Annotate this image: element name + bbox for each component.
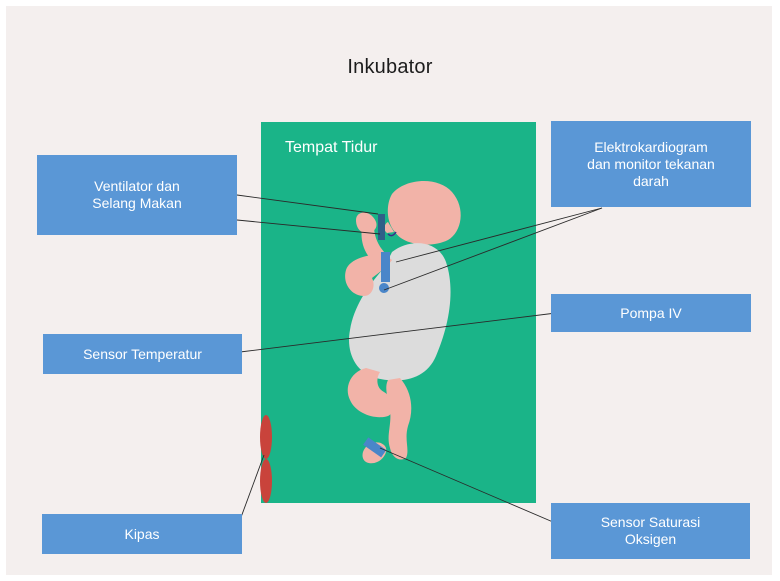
label-pompa-iv: Pompa IV — [551, 294, 751, 332]
label-ekg: Elektrokardiogram dan monitor tekanan da… — [551, 121, 751, 207]
label-sensor-saturasi: Sensor Saturasi Oksigen — [551, 503, 750, 559]
ekg-sensor-dot — [379, 283, 389, 293]
label-kipas: Kipas — [42, 514, 242, 554]
ekg-sensor-strip — [381, 252, 390, 282]
baby-head — [388, 181, 461, 245]
label-sensor-temperatur: Sensor Temperatur — [43, 334, 242, 374]
baby — [345, 181, 461, 463]
label-ventilator: Ventilator dan Selang Makan — [37, 155, 237, 235]
fan-blade-bottom — [260, 459, 272, 503]
ventilator-tube — [378, 214, 385, 240]
fan-blade-top — [260, 415, 272, 459]
